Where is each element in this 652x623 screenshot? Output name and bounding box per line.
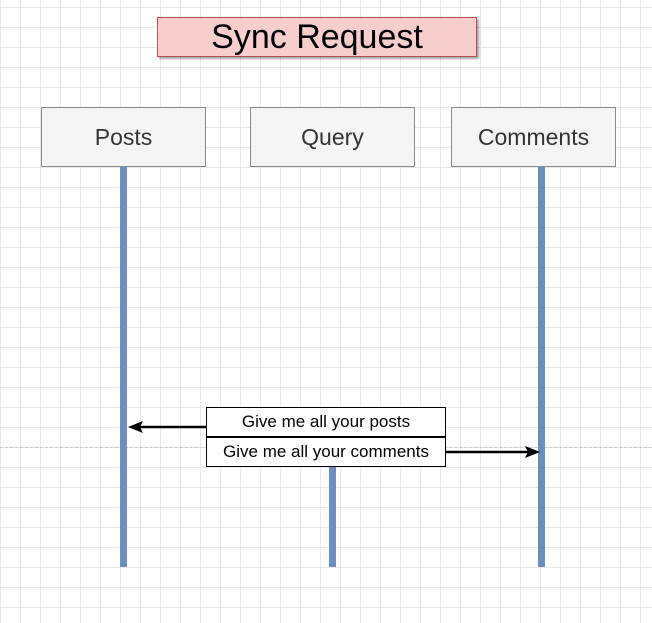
diagram-title: Sync Request xyxy=(157,17,477,57)
lifeline-posts xyxy=(120,167,127,567)
actor-query: Query xyxy=(250,107,415,167)
actor-posts: Posts xyxy=(41,107,206,167)
message-posts-label: Give me all your posts xyxy=(206,407,446,437)
lifeline-comments xyxy=(538,167,545,567)
arrowhead-posts xyxy=(128,421,143,433)
message-comments-label: Give me all your comments xyxy=(206,437,446,467)
lifeline-query xyxy=(329,462,336,567)
arrowhead-comments xyxy=(525,446,540,458)
actor-comments: Comments xyxy=(451,107,616,167)
